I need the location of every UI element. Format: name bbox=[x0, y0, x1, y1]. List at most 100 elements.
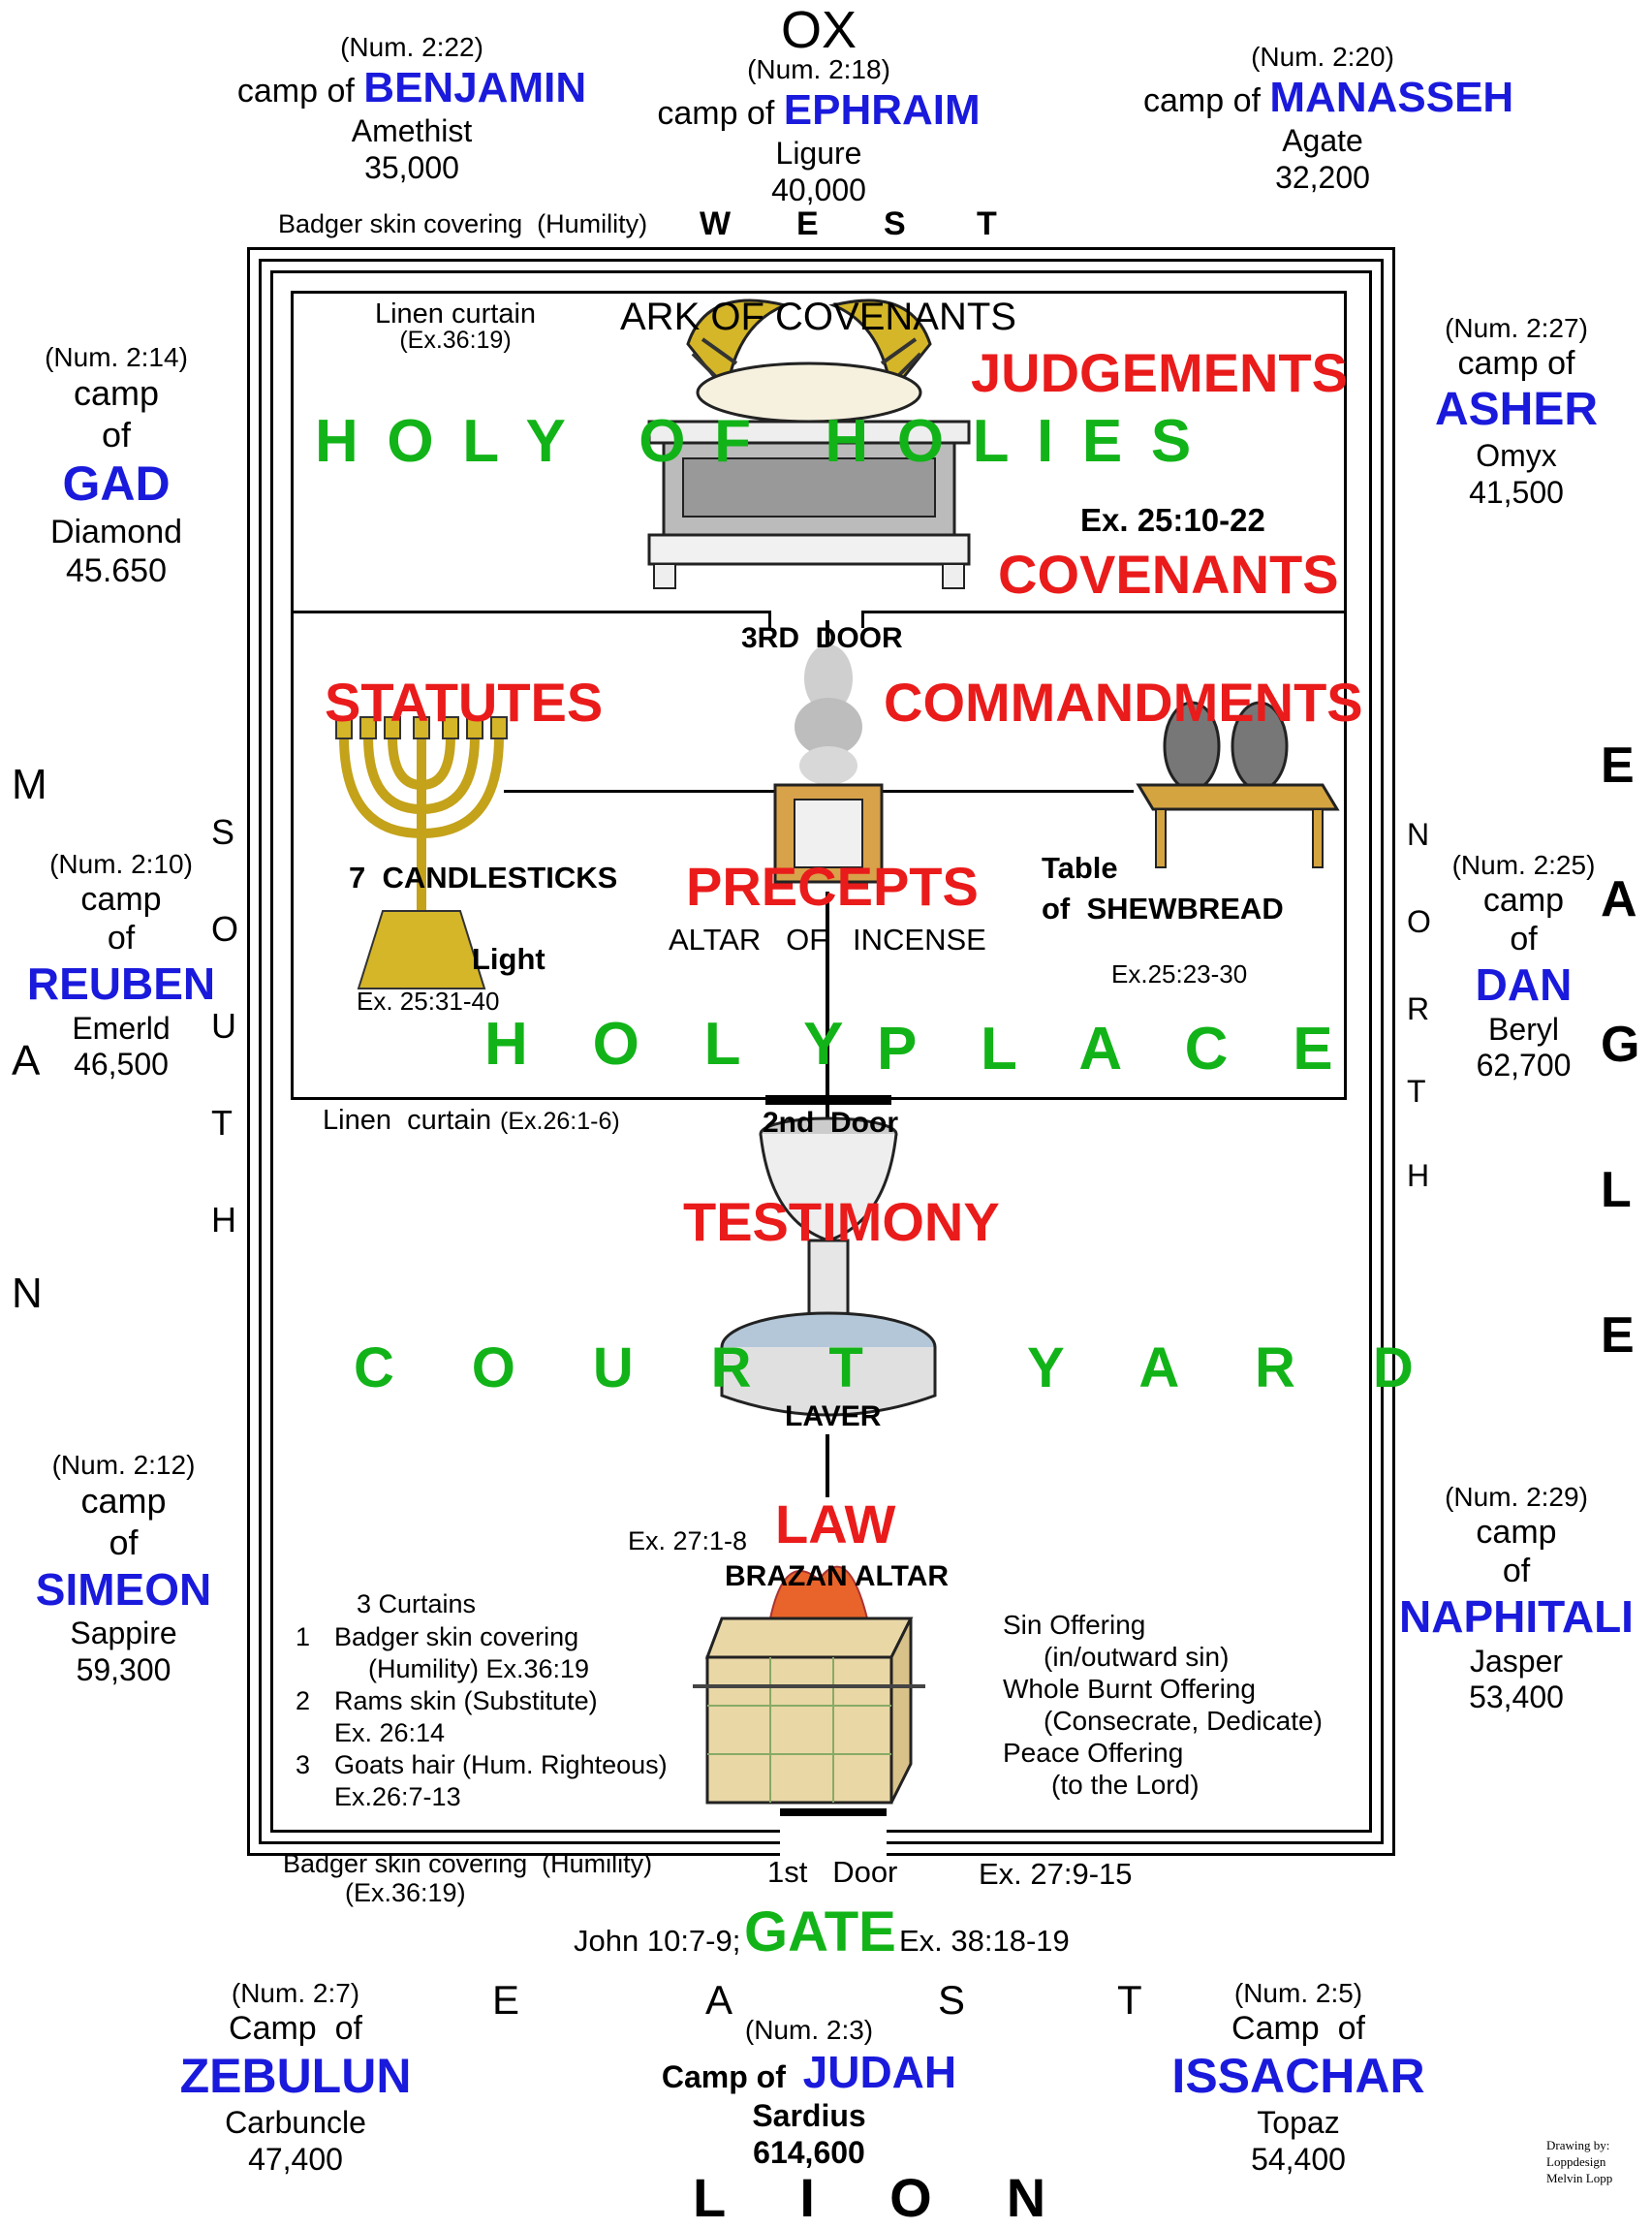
north-t: T bbox=[1407, 1074, 1426, 1109]
curtain-item-sub: Ex.26:7-13 bbox=[334, 1782, 461, 1811]
camp-stone: Ligure bbox=[775, 135, 862, 171]
camp-ref: (Num. 2:3) bbox=[744, 2015, 874, 2045]
gate-label: GATE bbox=[744, 1900, 896, 1963]
camp-title: camp of EPHRAIM bbox=[657, 86, 981, 135]
camp-name: REUBEN bbox=[26, 958, 216, 1010]
hoh-ex-ref: Ex. 25:10-22 bbox=[1080, 502, 1265, 538]
altar-of-incense-illustration bbox=[773, 644, 884, 884]
camp-stone: Omyx bbox=[1476, 437, 1557, 473]
camp-count: 40,000 bbox=[771, 172, 866, 207]
curtain-item-sub: (Humility) Ex.36:19 bbox=[368, 1654, 590, 1683]
camp-name: EPHRAIM bbox=[783, 86, 981, 135]
laver-label: LAVER bbox=[785, 1400, 882, 1432]
third-door-gap bbox=[770, 610, 862, 615]
yard-label: Y A R D bbox=[1027, 1336, 1445, 1399]
camp-stone: Agate bbox=[1282, 122, 1363, 158]
brazen-altar-illustration bbox=[693, 1565, 925, 1805]
camp-name: ISSACHAR bbox=[1171, 2049, 1425, 2104]
camp-name: GAD bbox=[62, 455, 171, 511]
holy-label: H O L Y bbox=[484, 1011, 868, 1078]
camp-simeon: (Num. 2:12) camp of SIMEON Sappire 59,30… bbox=[19, 1449, 228, 1689]
camp-name: JUDAH bbox=[802, 2047, 957, 2098]
shewbread-label: of SHEWBREAD bbox=[1042, 892, 1284, 926]
camp-count: 62,700 bbox=[1476, 1048, 1572, 1083]
camp-reuben: (Num. 2:10) camp of REUBEN Emerld 46,500 bbox=[24, 848, 218, 1083]
camp-ref: (Num. 2:10) bbox=[49, 849, 193, 879]
camp-prefix: camp bbox=[80, 881, 162, 919]
camp-title: camp of MANASSEH bbox=[1143, 74, 1514, 122]
east-a: A bbox=[705, 1977, 733, 2023]
offering-sin: Sin Offering bbox=[1003, 1610, 1146, 1640]
camp-name: NAPHITALI bbox=[1399, 1591, 1634, 1643]
holy-of-holies-title: H O L Y O F H O L I E S bbox=[315, 408, 1198, 475]
badger-top-label: Badger skin covering (Humility) bbox=[278, 209, 648, 238]
offerings-list: Sin Offering (in/outward sin) Whole Burn… bbox=[1003, 1609, 1323, 1801]
west-t: T bbox=[977, 205, 997, 242]
testimony-label: TESTIMONY bbox=[683, 1191, 1000, 1252]
camp-ref: (Num. 2:20) bbox=[1251, 42, 1394, 72]
camp-name: ASHER bbox=[1434, 384, 1599, 436]
man-n: N bbox=[12, 1270, 43, 1317]
laver-illustration bbox=[720, 1116, 937, 1417]
south-u: U bbox=[211, 1006, 236, 1046]
brazan-altar-label: BRAZAN ALTAR bbox=[725, 1560, 950, 1592]
camp-dan: (Num. 2:25) camp of DAN Beryl 62,700 bbox=[1419, 849, 1628, 1084]
camp-stone: Carbuncle bbox=[225, 2105, 366, 2141]
camp-manasseh: (Num. 2:20) camp of MANASSEH Agate 32,20… bbox=[1143, 41, 1514, 196]
camp-judah: (Num. 2:3) Camp of JUDAH Sardius 614,600 bbox=[639, 2014, 979, 2172]
camp-title: camp of BENJAMIN bbox=[236, 64, 587, 112]
camp-stone: Sappire bbox=[70, 1616, 177, 1651]
camp-prefix-of: of bbox=[1510, 921, 1538, 958]
man-m: M bbox=[12, 761, 47, 808]
camp-prefix-of: of bbox=[109, 1522, 139, 1562]
west-w: W bbox=[700, 205, 732, 242]
camp-title: Camp of JUDAH bbox=[661, 2047, 957, 2098]
court-label: C O U R T bbox=[354, 1336, 894, 1399]
curtain-item-sub: Ex. 26:14 bbox=[334, 1718, 446, 1747]
camp-ref: (Num. 2:27) bbox=[1445, 313, 1588, 343]
first-door-gap bbox=[780, 1812, 887, 1861]
camp-prefix: camp of bbox=[1457, 345, 1575, 383]
south-o: O bbox=[211, 909, 239, 949]
west-e: E bbox=[796, 205, 819, 242]
east-s: S bbox=[938, 1977, 966, 2023]
camp-name: BENJAMIN bbox=[363, 64, 587, 112]
badger-bottom-ref: (Ex.36:19) bbox=[345, 1878, 466, 1907]
offering-peace-note: (to the Lord) bbox=[1051, 1770, 1200, 1800]
three-curtains-title: 3 Curtains bbox=[357, 1589, 477, 1618]
man-a: A bbox=[12, 1037, 41, 1084]
eagle-e2: E bbox=[1601, 1307, 1635, 1364]
brazen-altar-ref: Ex. 27:1-8 bbox=[628, 1526, 748, 1555]
offering-sin-note: (in/outward sin) bbox=[1044, 1642, 1230, 1672]
camp-count: 59,300 bbox=[76, 1651, 171, 1687]
center-axis-4 bbox=[826, 1434, 829, 1497]
camp-prefix: camp bbox=[80, 1481, 167, 1522]
first-door-label: 1st Door bbox=[767, 1855, 898, 1889]
east-e: E bbox=[492, 1977, 520, 2023]
north-n: N bbox=[1407, 817, 1430, 852]
camp-naphitali: (Num. 2:29) camp of NAPHITALI Jasper 53,… bbox=[1386, 1481, 1647, 1716]
law-label: LAW bbox=[775, 1493, 896, 1554]
altar-of-incense-label: ALTAR OF INCENSE bbox=[669, 923, 986, 957]
camp-zebulun: (Num. 2:7) Camp of ZEBULUN Carbuncle 47,… bbox=[145, 1977, 446, 2179]
camp-ref: (Num. 2:29) bbox=[1445, 1482, 1588, 1512]
john-ref: John 10:7-9; bbox=[574, 1924, 741, 1958]
camp-ref: (Num. 2:5) bbox=[1233, 1978, 1363, 2008]
east-t: T bbox=[1117, 1977, 1142, 2023]
camp-count: 47,400 bbox=[248, 2141, 343, 2177]
door-post-right-3 bbox=[861, 611, 864, 628]
candlestick-ref: Ex. 25:31-40 bbox=[357, 987, 500, 1016]
camp-name: SIMEON bbox=[35, 1563, 212, 1615]
camp-issachar: (Num. 2:5) Camp of ISSACHAR Topaz 54,400 bbox=[1143, 1977, 1453, 2179]
center-axis-2 bbox=[826, 892, 829, 1095]
candlesticks-label: 7 CANDLESTICKS bbox=[349, 861, 618, 895]
camp-stone: Amethist bbox=[351, 112, 473, 148]
camp-count: 53,400 bbox=[1469, 1680, 1564, 1715]
eagle-a: A bbox=[1601, 871, 1637, 927]
camp-prefix-of: of bbox=[107, 920, 136, 958]
camp-count: 41,500 bbox=[1469, 474, 1564, 510]
table-label: Table bbox=[1042, 851, 1118, 885]
